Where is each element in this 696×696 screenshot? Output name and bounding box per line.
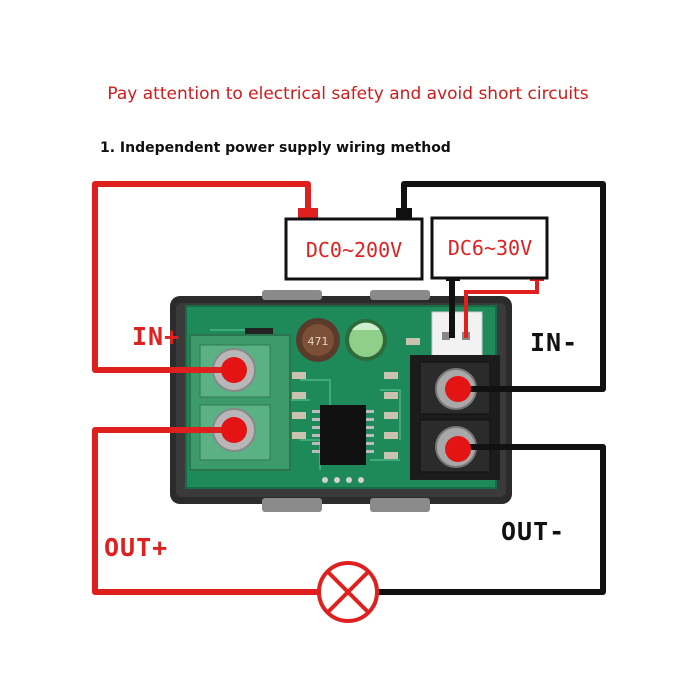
out-plus-contact xyxy=(221,417,247,443)
main-supply-voltage: DC0~200V xyxy=(306,238,402,262)
negative-wiring xyxy=(378,181,606,595)
mounting-clip xyxy=(262,498,322,512)
section-heading: 1. Independent power supply wiring metho… xyxy=(100,140,451,156)
inductor-marking: 471 xyxy=(308,335,329,348)
positive-wiring xyxy=(92,181,318,595)
aux-power-supply: DC6~30V xyxy=(430,216,549,281)
label-in-minus: IN- xyxy=(530,328,579,357)
safety-warning: Pay attention to electrical safety and a… xyxy=(107,84,589,104)
aux-supply-voltage: DC6~30V xyxy=(448,236,532,260)
label-in-plus: IN+ xyxy=(132,322,181,351)
label-out-plus: OUT+ xyxy=(104,533,169,562)
lamp-load-icon xyxy=(317,561,379,623)
connector-marking: 4-30V xyxy=(458,325,482,334)
ic-chip xyxy=(320,405,366,465)
out-minus-contact xyxy=(445,436,471,462)
mounting-clip xyxy=(262,290,322,300)
main-power-supply: DC0~200V xyxy=(284,208,424,281)
label-out-minus: OUT- xyxy=(501,517,566,546)
mounting-clip xyxy=(370,498,430,512)
in-minus-contact xyxy=(445,376,471,402)
mounting-clip xyxy=(370,290,430,300)
aux-positive-wire xyxy=(464,278,539,338)
aux-power-connector xyxy=(431,311,483,359)
in-plus-contact xyxy=(221,357,247,383)
